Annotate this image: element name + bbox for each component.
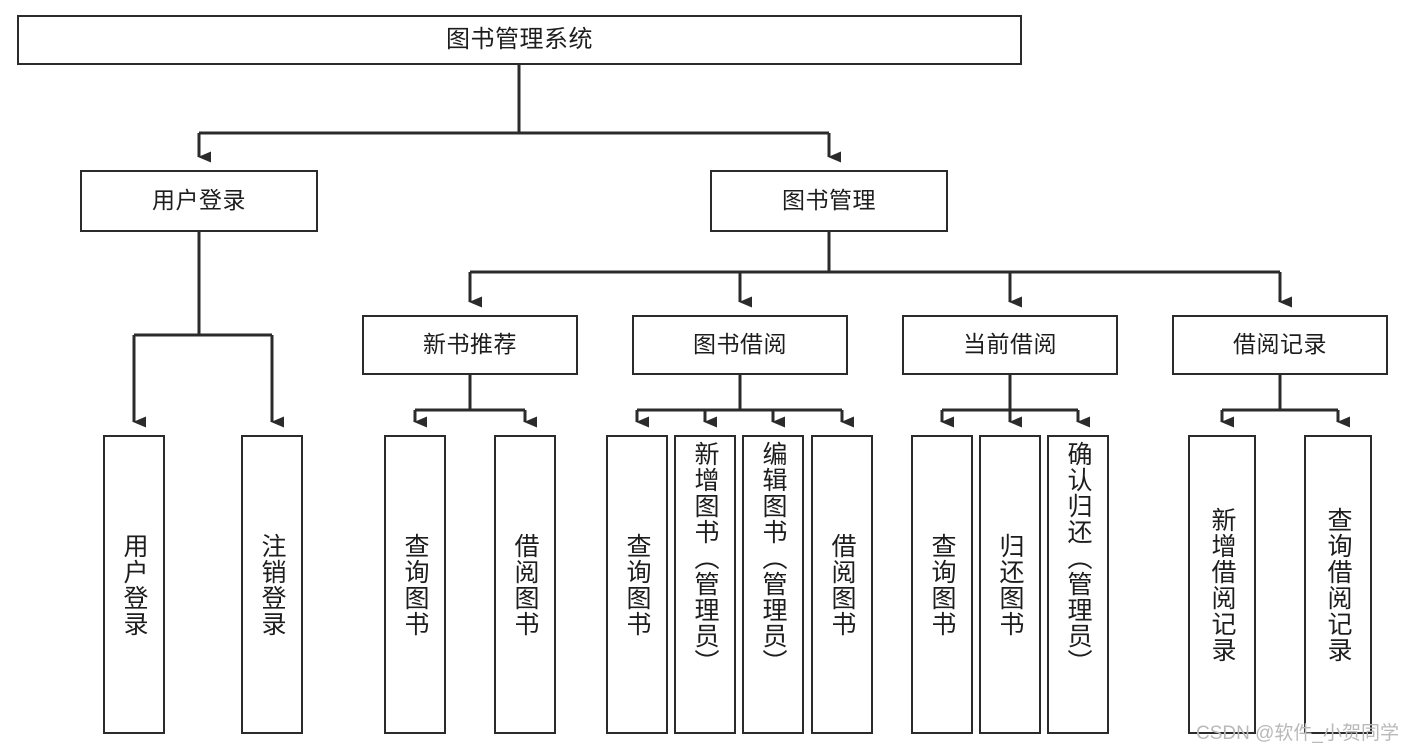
node-label: 编辑图书（管理员）: [759, 441, 787, 675]
leaf-borrow-query-book[interactable]: 查询图书: [606, 435, 668, 734]
leaf-recommend-borrow-book[interactable]: 借阅图书: [494, 435, 556, 734]
node-book-borrow[interactable]: 图书借阅: [632, 315, 848, 375]
node-label: 归还图书: [996, 532, 1024, 637]
node-label: 图书借阅: [693, 331, 787, 358]
leaf-logout-login[interactable]: 注销登录: [241, 435, 303, 734]
node-label: 借阅图书: [828, 532, 856, 637]
node-user-login[interactable]: 用户登录: [80, 170, 318, 232]
node-label: 查询图书: [401, 532, 429, 637]
node-label: 确认归还（管理员）: [1064, 441, 1092, 675]
node-label: 用户登录: [120, 532, 148, 637]
leaf-borrow-borrow-book[interactable]: 借阅图书: [811, 435, 873, 734]
node-new-book-recommend[interactable]: 新书推荐: [362, 315, 578, 375]
leaf-borrow-edit-book-admin[interactable]: 编辑图书（管理员）: [742, 435, 804, 734]
node-label: 借阅图书: [511, 532, 539, 637]
node-label: 新增图书（管理员）: [691, 441, 719, 675]
node-label: 用户登录: [152, 187, 246, 214]
leaf-user-login[interactable]: 用户登录: [103, 435, 165, 734]
node-label: 新书推荐: [423, 331, 517, 358]
leaf-current-confirm-return-admin[interactable]: 确认归还（管理员）: [1047, 435, 1109, 734]
node-label: 借阅记录: [1233, 331, 1327, 358]
node-label: 当前借阅: [963, 331, 1057, 358]
leaf-borrow-add-book-admin[interactable]: 新增图书（管理员）: [674, 435, 736, 734]
leaf-current-query-book[interactable]: 查询图书: [911, 435, 973, 734]
node-label: 查询图书: [928, 532, 956, 637]
leaf-recommend-query-book[interactable]: 查询图书: [384, 435, 446, 734]
node-label: 图书管理系统: [446, 25, 593, 53]
node-label: 新增借阅记录: [1208, 506, 1236, 663]
node-label: 查询图书: [623, 532, 651, 637]
node-book-management[interactable]: 图书管理: [710, 170, 948, 232]
node-label: 注销登录: [258, 532, 286, 637]
node-current-borrow[interactable]: 当前借阅: [902, 315, 1118, 375]
node-borrow-record[interactable]: 借阅记录: [1172, 315, 1388, 375]
node-root-system[interactable]: 图书管理系统: [17, 15, 1022, 65]
node-label: 图书管理: [782, 187, 876, 214]
leaf-record-add-borrow-record[interactable]: 新增借阅记录: [1188, 435, 1256, 734]
leaf-current-return-book[interactable]: 归还图书: [979, 435, 1041, 734]
watermark: CSDN @软件_小贺同学: [1196, 723, 1399, 744]
node-label: 查询借阅记录: [1324, 506, 1352, 663]
leaf-record-query-borrow-record[interactable]: 查询借阅记录: [1304, 435, 1372, 734]
